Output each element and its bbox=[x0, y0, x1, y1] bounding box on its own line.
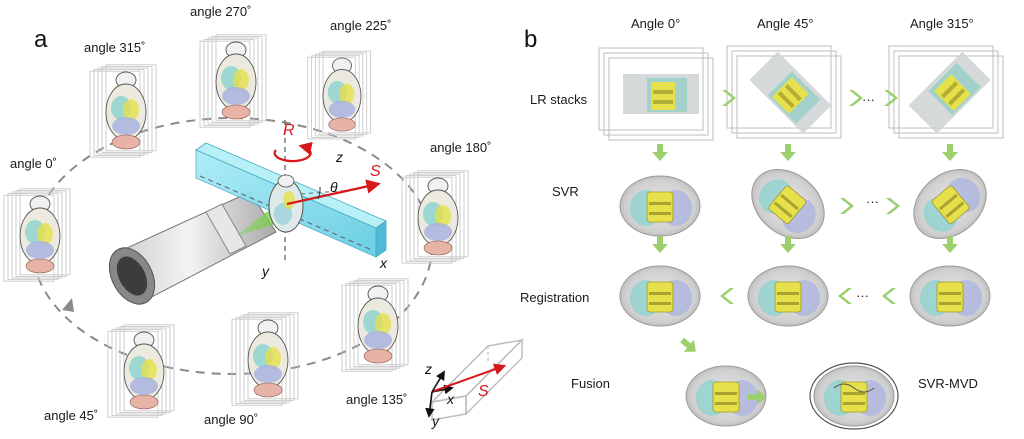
y-label: y bbox=[261, 263, 270, 279]
brain-volume-reg-45 bbox=[747, 265, 829, 327]
brain-volume-svr-mvd bbox=[809, 362, 899, 430]
mouse-stack-0 bbox=[3, 188, 71, 282]
mouse-stack-group bbox=[3, 34, 469, 418]
row-label-svr: SVR bbox=[552, 184, 579, 199]
ellipsis-lr: ··· bbox=[862, 92, 875, 107]
lr-flow-arrow-1 bbox=[722, 90, 736, 106]
down-arrow-svr-reg-0 bbox=[652, 236, 668, 253]
lr-flow-arrow-3 bbox=[884, 90, 898, 106]
inset-y-label: y bbox=[431, 413, 440, 429]
angle-270-label: angle 270˚ bbox=[190, 4, 251, 19]
svr-flow-arrow-1 bbox=[840, 198, 854, 214]
down-arrow-lr-svr-0 bbox=[652, 144, 668, 161]
reg-to-fusion-arrow bbox=[680, 337, 696, 352]
angle-315-label: angle 315˚ bbox=[84, 40, 145, 55]
down-arrow-lr-svr-1 bbox=[780, 144, 796, 161]
angle-0-label: angle 0˚ bbox=[10, 156, 57, 171]
mouse-stack-180 bbox=[401, 170, 469, 264]
brain-volume-svr-0 bbox=[619, 175, 701, 237]
brain-volume-group bbox=[619, 169, 991, 430]
ellipsis-registration: ··· bbox=[856, 288, 869, 303]
mouse-stack-135 bbox=[341, 278, 409, 372]
rotation-arrow-icon bbox=[273, 141, 313, 163]
down-arrow-lr-svr-2 bbox=[942, 144, 958, 161]
x-label: x bbox=[379, 255, 388, 271]
flow-arrow-group bbox=[652, 90, 958, 405]
lr-stack-group bbox=[598, 45, 1004, 141]
row-label-lr-stacks: LR stacks bbox=[530, 92, 588, 107]
result-label-svr-mvd: SVR-MVD bbox=[918, 376, 978, 391]
mouse-stack-270 bbox=[199, 34, 267, 128]
lr-stack-0 bbox=[598, 47, 714, 141]
theta-arc bbox=[317, 186, 321, 200]
angle-45-label: angle 45˚ bbox=[44, 408, 98, 423]
angle-180-label: angle 180˚ bbox=[430, 140, 491, 155]
row-label-registration: Registration bbox=[520, 290, 589, 305]
reg-flow-arrow-3 bbox=[882, 288, 896, 304]
down-arrow-svr-reg-2 bbox=[942, 236, 958, 253]
brain-volume-reg-0 bbox=[619, 265, 701, 327]
panel-b-label: b bbox=[524, 26, 537, 53]
mouse-stack-45 bbox=[107, 324, 175, 418]
mouse-stack-90 bbox=[231, 312, 299, 406]
inset-x-label: x bbox=[446, 391, 455, 407]
column-header-0: Angle 0° bbox=[631, 16, 680, 31]
column-header-45: Angle 45° bbox=[757, 16, 814, 31]
mouse-stack-225 bbox=[307, 50, 371, 140]
ellipsis-svr: ··· bbox=[866, 194, 879, 209]
theta-label: θ bbox=[330, 179, 338, 195]
reg-flow-arrow-1 bbox=[720, 288, 734, 304]
brain-volume-reg-315 bbox=[909, 265, 991, 327]
rotation-r-label: R bbox=[283, 122, 295, 139]
objective-lens bbox=[108, 191, 277, 305]
lr-stack-45 bbox=[726, 45, 842, 139]
brain-volume-svr-45 bbox=[751, 169, 825, 239]
column-header-315: Angle 315° bbox=[910, 16, 974, 31]
svr-flow-arrow-2 bbox=[886, 198, 900, 214]
angle-225-label: angle 225˚ bbox=[330, 18, 391, 33]
row-label-fusion: Fusion bbox=[571, 376, 610, 391]
inset-z-label: z bbox=[424, 361, 432, 377]
orbit-arrow-icon bbox=[62, 298, 74, 312]
s-direction-arrow bbox=[286, 179, 381, 206]
coordinate-inset bbox=[425, 338, 525, 421]
lr-stack-315 bbox=[888, 45, 1004, 139]
mouse-stack-315 bbox=[89, 64, 157, 158]
brain-volume-svr-315 bbox=[913, 169, 987, 239]
fusion-to-result-arrow bbox=[748, 389, 766, 405]
reg-flow-arrow-2 bbox=[838, 288, 852, 304]
brain-volume-fusion bbox=[685, 365, 767, 427]
lr-flow-arrow-2 bbox=[849, 90, 863, 106]
z-label: z bbox=[335, 149, 343, 165]
panel-a-label: a bbox=[34, 26, 48, 53]
inset-s-label: S bbox=[478, 383, 489, 400]
sample-specimen bbox=[268, 174, 304, 233]
angle-90-label: angle 90˚ bbox=[204, 412, 258, 427]
down-arrow-svr-reg-1 bbox=[780, 236, 796, 253]
s-label: S bbox=[370, 163, 381, 180]
angle-135-label: angle 135˚ bbox=[346, 392, 407, 407]
